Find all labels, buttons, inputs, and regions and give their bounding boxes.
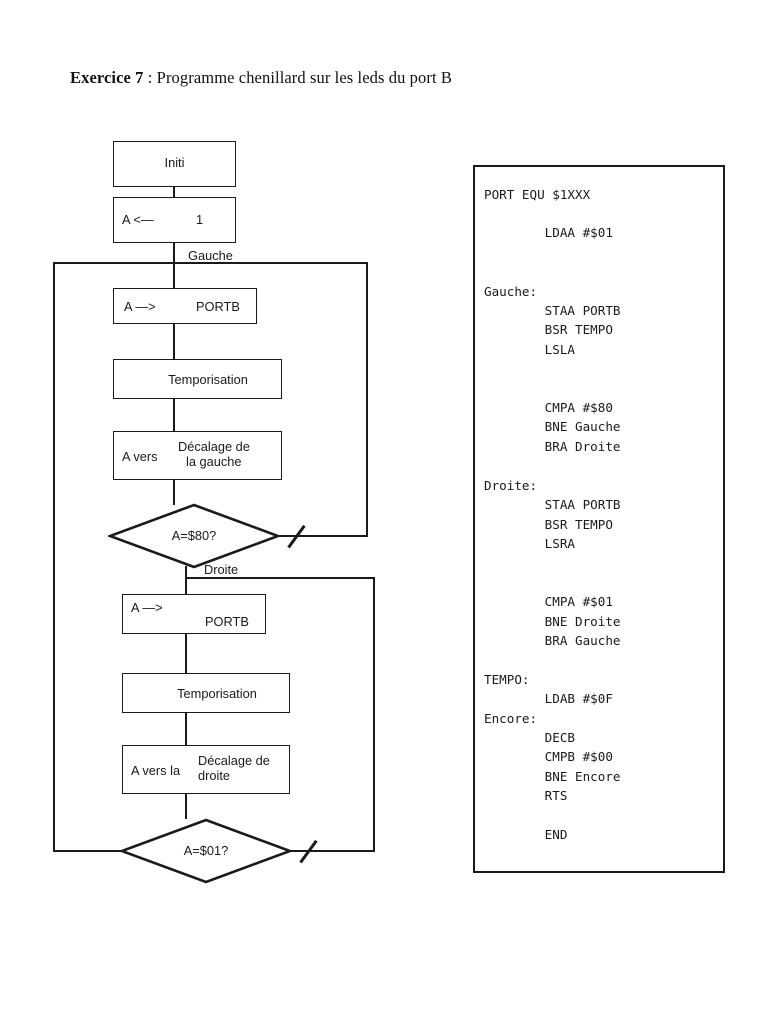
node-shift-left xyxy=(113,431,282,480)
node-tempo-right xyxy=(122,673,290,713)
assembly-code-listing: PORT EQU $1XXX LDAA #$01 Gauche: STAA PO… xyxy=(484,186,621,842)
branch-left-rail-return xyxy=(53,850,127,852)
connector-shift-to-decide-right xyxy=(185,793,188,819)
connector-shift-to-decide-left xyxy=(173,479,176,505)
node-shift-left-line2: la gauche xyxy=(186,454,242,469)
node-tempo-right-label: Temporisation xyxy=(177,686,257,701)
connector-store-to-tempo-right xyxy=(185,633,188,674)
node-store-portb-right xyxy=(122,594,266,634)
loop-droite-top-bar xyxy=(185,577,375,579)
node-load-a xyxy=(113,197,236,243)
connector-tempo-to-shift-left xyxy=(173,398,176,432)
connector-decide-left-to-droite xyxy=(185,566,188,599)
node-init xyxy=(113,141,236,187)
node-shift-right xyxy=(122,745,290,794)
node-shift-right-operand: A vers la xyxy=(131,763,181,778)
node-decide-left xyxy=(108,503,280,569)
node-load-a-left: A <— xyxy=(122,212,154,227)
loop-gauche-top-bar xyxy=(53,262,368,264)
node-store-portb-left xyxy=(113,288,257,324)
loop-gauche-left-rail xyxy=(53,262,55,851)
page-title-strong: Exercice 7 xyxy=(70,68,144,87)
page-title-rest: : Programme chenillard sur les leds du p… xyxy=(143,68,452,87)
node-shift-left-operand: A vers xyxy=(122,449,158,464)
branch-gauche-return xyxy=(274,535,368,537)
node-load-a-right: 1 xyxy=(196,212,204,227)
node-store-portb-right-op: A —> xyxy=(131,600,163,615)
edge-label-gauche: Gauche xyxy=(188,248,233,263)
node-init-label: Initi xyxy=(164,155,185,170)
loop-droite-right-rail xyxy=(373,577,375,851)
branch-droite-return xyxy=(286,850,375,852)
node-tempo-left-label: Temporisation xyxy=(168,372,248,387)
edge-label-droite: Droite xyxy=(204,562,239,577)
code-listing-panel: PORT EQU $1XXX LDAA #$01 Gauche: STAA PO… xyxy=(473,165,725,873)
node-decide-right-label: A=$01? xyxy=(183,843,229,858)
connector-init-to-load xyxy=(173,186,176,199)
loop-gauche-right-rail xyxy=(366,262,368,535)
connector-store-to-tempo-left xyxy=(173,323,176,359)
node-decide-left-label: A=$80? xyxy=(171,528,217,543)
node-store-portb-left-op: A —> xyxy=(124,299,156,314)
connector-load-to-gauche xyxy=(173,242,176,290)
node-shift-right-line1: Décalage de xyxy=(198,753,270,768)
node-shift-left-line1: Décalage de xyxy=(178,439,250,454)
node-store-portb-right-target: PORTB xyxy=(205,614,249,629)
node-tempo-left xyxy=(113,359,282,399)
page-title: Exercice 7 : Programme chenillard sur le… xyxy=(70,68,452,88)
node-decide-right xyxy=(120,818,292,884)
node-shift-right-line2: droite xyxy=(198,768,231,783)
node-store-portb-left-target: PORTB xyxy=(196,299,240,314)
connector-tempo-to-shift-right xyxy=(185,712,188,745)
